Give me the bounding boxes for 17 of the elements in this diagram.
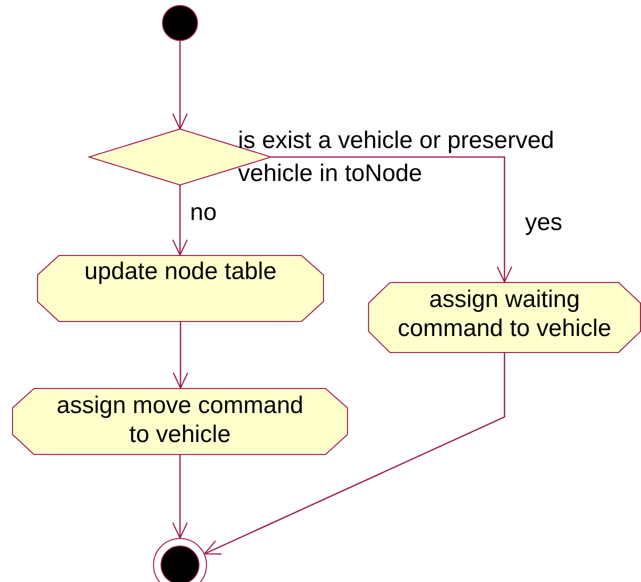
arrow (204, 353, 506, 555)
edge-label: yes (525, 209, 562, 237)
end-node (153, 538, 207, 582)
arrow (271, 156, 512, 283)
activity-box (12, 388, 348, 455)
activity-label: assign waiting command to vehicle (396, 285, 612, 343)
activity-box (368, 282, 641, 353)
arrow (172, 455, 188, 539)
arrow (172, 322, 188, 389)
arrow (172, 185, 188, 256)
condition-text: is exist a vehicle or preserved vehicle in toNode (238, 126, 556, 189)
start-node (162, 5, 198, 41)
activity-box (37, 255, 324, 322)
edge-label: no (190, 199, 217, 227)
arrow (172, 41, 188, 130)
activity-label: assign move command to vehicle (56, 391, 304, 449)
activity-label: update node table (83, 257, 278, 286)
